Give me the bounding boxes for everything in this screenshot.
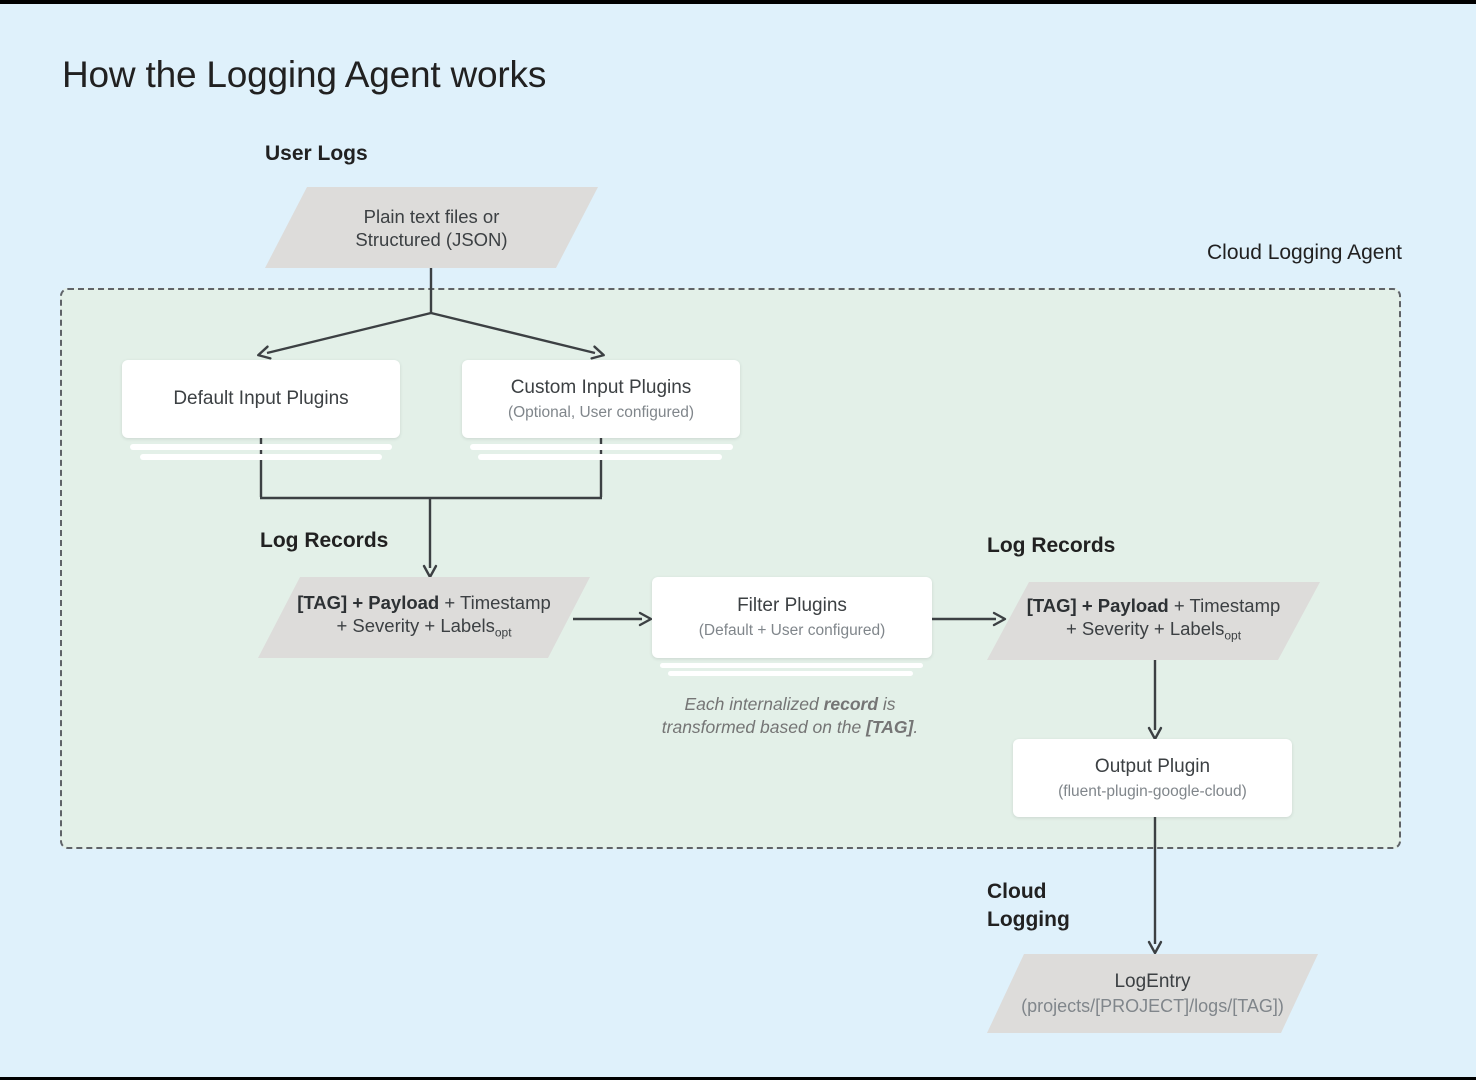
stack-bar: [130, 444, 392, 450]
stack-bar: [478, 454, 722, 460]
top-border-bar: [0, 0, 1476, 4]
node-custom-input-plugins: Custom Input Plugins (Optional, User con…: [462, 360, 740, 438]
label-cloud-logging: Cloud Logging: [987, 880, 1070, 931]
log-entry-subtitle: (projects/[PROJECT]/logs/[TAG]): [1021, 996, 1284, 1016]
label-log-records-left: Log Records: [260, 529, 389, 552]
node-user-logs-shape: Plain text files or Structured (JSON): [265, 187, 598, 268]
custom-input-title: Custom Input Plugins: [510, 376, 692, 398]
custom-input-subtitle: (Optional, User configured): [507, 403, 695, 421]
node-default-input-plugins: Default Input Plugins: [122, 360, 400, 438]
node-output-plugin: Output Plugin (fluent-plugin-google-clou…: [1013, 739, 1292, 817]
node-filter-plugins: Filter Plugins (Default + User configure…: [652, 577, 932, 658]
label-log-records-right: Log Records: [987, 534, 1116, 557]
output-plugin-subtitle: (fluent-plugin-google-cloud): [1058, 782, 1247, 800]
transform-note: Each internalized record is transformed …: [615, 693, 965, 739]
transform-note-line2: transformed based on the [TAG].: [661, 717, 919, 737]
stack-bar: [140, 454, 382, 460]
log-record-right-line1: [TAG] + Payload + Timestamp: [1026, 595, 1281, 617]
bottom-border-bar: [0, 1077, 1476, 1080]
log-record-right-line2: + Severity + Labelsopt: [1065, 618, 1242, 643]
page-title: How the Logging Agent works: [62, 54, 547, 95]
transform-note-line1: Each internalized record is: [684, 694, 896, 714]
label-user-logs: User Logs: [265, 142, 368, 165]
filter-plugins-subtitle: (Default + User configured): [698, 622, 886, 639]
log-entry-title: LogEntry: [1114, 971, 1191, 992]
log-record-left-line2: + Severity + Labelsopt: [336, 614, 512, 640]
stack-bar: [660, 663, 923, 668]
node-log-records-left-shape: [TAG] + Payload + Timestamp + Severity +…: [258, 577, 590, 658]
label-cloud-logging-agent: Cloud Logging Agent: [1207, 241, 1402, 264]
stack-bar: [470, 444, 733, 450]
user-logs-line1: Plain text files or: [363, 205, 500, 227]
output-plugin-title: Output Plugin: [1094, 755, 1211, 777]
stack-bar: [668, 671, 913, 676]
user-logs-line2: Structured (JSON): [355, 228, 508, 250]
filter-plugins-title: Filter Plugins: [737, 595, 847, 616]
node-log-entry-shape: LogEntry (projects/[PROJECT]/logs/[TAG]): [987, 954, 1318, 1033]
node-log-records-right-shape: [TAG] + Payload + Timestamp + Severity +…: [987, 582, 1320, 660]
default-input-title: Default Input Plugins: [173, 388, 349, 409]
log-record-left-line1: [TAG] + Payload + Timestamp: [297, 591, 551, 613]
